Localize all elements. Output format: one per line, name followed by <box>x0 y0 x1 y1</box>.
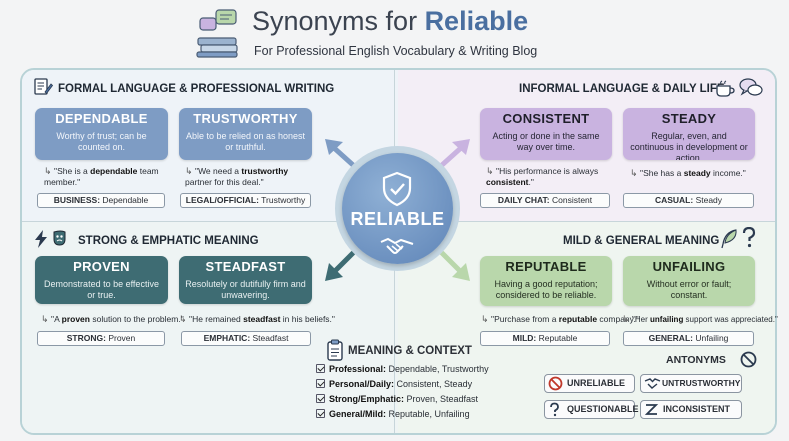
context-unfailing: GENERAL: Unfailing <box>623 331 754 346</box>
card-title: TRUSTWORTHY <box>193 111 298 126</box>
checkbox-icon <box>316 409 325 418</box>
antonym-questionable: QUESTIONABLE <box>544 400 639 419</box>
meaning-row-professional: Professional: Dependable, Trustworthy <box>316 364 489 374</box>
context-dependable: BUSINESS: Dependable <box>37 193 165 208</box>
zigzag-icon <box>644 404 659 415</box>
broken-handshake-icon <box>644 378 661 389</box>
section-title-strong: STRONG & EMPHATIC MEANING <box>78 235 259 247</box>
card-proven: PROVEN Demonstrated to be effective or t… <box>35 256 168 304</box>
context-consistent: DAILY CHAT: Consistent <box>480 193 610 208</box>
lightning-icon <box>35 230 47 248</box>
no-symbol-icon <box>740 351 757 368</box>
card-unfailing: UNFAILING Without error or fault; consta… <box>623 256 755 306</box>
example-dependable: ↳ "She is a dependable team member." <box>44 166 159 187</box>
direction-arrows <box>325 139 470 281</box>
clipboard-icon <box>327 339 343 361</box>
card-definition: Worthy of trust; can be counted on. <box>56 131 147 152</box>
checkbox-icon <box>316 379 325 388</box>
card-consistent: CONSISTENT Acting or done in the same wa… <box>480 108 612 160</box>
card-reputable: REPUTABLE Having a good reputation; cons… <box>480 256 612 306</box>
card-steadfast: STEADFAST Resolutely or dutifully firm a… <box>179 256 312 304</box>
context-steadfast: EMPHATIC: Steadfast <box>181 331 311 346</box>
card-title: UNFAILING <box>652 259 726 274</box>
books-speech-icon <box>196 9 238 58</box>
antonym-inconsistent: INCONSISTENT <box>640 400 742 419</box>
section-title-formal: FORMAL LANGUAGE & PROFESSIONAL WRITING <box>58 83 335 95</box>
chat-bubbles-icon <box>739 78 763 96</box>
center-word: RELIABLE <box>350 209 445 229</box>
card-title: REPUTABLE <box>505 259 587 274</box>
checkbox-icon <box>316 364 325 373</box>
card-dependable: DEPENDABLE Worthy of trust; can be count… <box>35 108 168 160</box>
card-title: DEPENDABLE <box>55 111 148 126</box>
card-definition: Acting or done in the same way over time… <box>492 131 600 152</box>
antonyms-title: ANTONYMS <box>666 354 726 366</box>
meaning-row-general: General/Mild: Reputable, Unfailing <box>316 409 470 419</box>
card-title: STEADY <box>661 111 717 126</box>
antonym-untrustworthy: UNTRUSTWORTHY <box>640 374 742 393</box>
section-title-informal: INFORMAL LANGUAGE & DAILY LIFE <box>519 83 725 95</box>
card-trustworthy: TRUSTWORTHY Able to be relied on as hone… <box>179 108 312 160</box>
question-mark-icon <box>742 227 756 248</box>
context-trustworthy: LEGAL/OFFICIAL: Trustworthy <box>180 193 311 208</box>
section-title-mild: MILD & GENERAL MEANING <box>563 235 720 247</box>
example-steady: ↳ "She has a steady income." <box>630 168 746 178</box>
checkbox-icon <box>316 394 325 403</box>
example-steadfast: ↳ "He remained steadfast in his beliefs.… <box>179 314 335 324</box>
feather-icon <box>721 229 737 249</box>
card-title: STEADFAST <box>205 259 286 274</box>
example-consistent: ↳ "His performance is always consistent.… <box>486 166 599 187</box>
example-unfailing: ↳ "Her unfailing support was appreciated… <box>622 314 778 324</box>
card-definition: Without error or fault; constant. <box>646 279 732 300</box>
card-title: CONSISTENT <box>502 111 590 126</box>
meaning-context-title: MEANING & CONTEXT <box>348 345 472 357</box>
theater-masks-icon <box>53 230 66 246</box>
card-title: PROVEN <box>73 259 130 274</box>
card-definition: Demonstrated to be effective or true. <box>44 279 159 300</box>
coffee-cup-icon <box>716 80 735 97</box>
page-title: Synonyms for Reliable <box>252 6 529 36</box>
context-steady: CASUAL: Steady <box>623 193 754 208</box>
card-definition: Able to be relied on as honest or truthf… <box>185 131 306 152</box>
example-proven: ↳ "A proven solution to the problem." <box>41 314 184 324</box>
context-proven: STRONG: Proven <box>37 331 165 346</box>
page-subtitle: For Professional English Vocabulary & Wr… <box>254 44 538 58</box>
shield-check-icon <box>382 171 412 207</box>
handshake-icon <box>380 237 414 254</box>
antonym-unreliable: UNRELIABLE <box>544 374 635 393</box>
meaning-row-personal: Personal/Daily: Consistent, Steady <box>316 379 472 389</box>
meaning-row-strong: Strong/Emphatic: Proven, Steadfast <box>316 394 478 404</box>
card-definition: Regular, even, and continuous in develop… <box>630 131 748 160</box>
example-reputable: ↳ "Purchase from a reputable company." <box>481 314 639 324</box>
document-pen-icon <box>34 78 53 95</box>
card-definition: Resolutely or dutifully firm and unwaver… <box>185 279 306 300</box>
no-symbol-icon <box>548 376 563 391</box>
context-reputable: MILD: Reputable <box>480 331 610 346</box>
example-trustworthy: ↳ "We need a trustworthy partner for thi… <box>185 166 289 187</box>
question-mark-icon <box>550 402 559 417</box>
card-definition: Having a good reputation; considered to … <box>494 279 598 300</box>
card-steady: STEADY Regular, even, and continuous in … <box>623 108 755 160</box>
